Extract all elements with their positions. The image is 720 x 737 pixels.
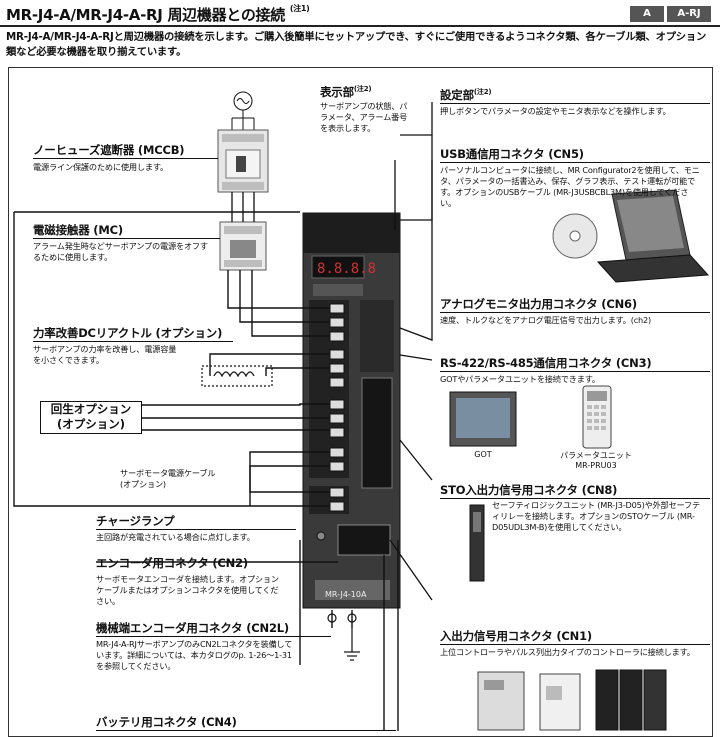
- badge-a: A: [630, 6, 664, 22]
- cn2l-title: 機械端エンコーダ用コネクタ (CN2L): [96, 621, 289, 635]
- dcl-title: 力率改善DCリアクトル (オプション): [33, 326, 223, 340]
- badge-a-rj: A-RJ: [667, 6, 711, 22]
- mc-desc: アラーム発生時などサーボアンプの電源をオフするために使用します。: [33, 241, 208, 262]
- cn4-title: バッテリ用コネクタ (CN4): [96, 715, 237, 729]
- cn3-title: RS-422/RS-485通信用コネクタ (CN3): [440, 356, 652, 370]
- svg-text:8.8.8.8: 8.8.8.8: [317, 261, 376, 277]
- display-desc: サーボアンプの状態、パラメータ、アラーム番号を表示します。: [320, 101, 408, 133]
- mccb-device: [217, 129, 269, 193]
- charge-lamp-desc: 主回路が充電されている場合に点灯します。: [96, 532, 255, 542]
- parameter-unit-label-1: パラメータユニット: [560, 451, 632, 460]
- amplifier-model-label: MR-J4-10A: [325, 590, 367, 599]
- page-title: MR-J4-A/MR-J4-A-RJ 周辺機器との接続 (注1): [6, 4, 310, 24]
- dcl-desc: サーボアンプの力率を改善し、電源容量を小さくできます。: [33, 344, 177, 365]
- setting-desc: 押しボタンでパラメータの設定やモニタ表示などを操作します。: [440, 106, 671, 116]
- mccb-desc: 電源ライン保護のために使用します。: [33, 162, 168, 172]
- usb-title: USB通信用コネクタ (CN5): [440, 147, 584, 161]
- dcl-underline: [33, 341, 233, 342]
- mc-underline: [33, 238, 220, 239]
- cn3-underline: [440, 371, 710, 372]
- cn6-desc: 速度、トルクなどをアナログ電圧信号で出力します。(ch2): [440, 315, 652, 325]
- title-note: (注1): [289, 4, 310, 13]
- parameter-unit-label-2: MR-PRU03: [575, 461, 617, 470]
- usb-underline: [440, 162, 710, 163]
- usb-desc: パーソナルコンピュータに接続し、MR Configurator2を使用して、モニ…: [440, 165, 700, 208]
- mc-title: 電磁接触器 (MC): [33, 223, 123, 237]
- regen-line1: 回生オプション: [50, 402, 132, 416]
- charge-underline: [96, 529, 296, 530]
- cn8-underline: [440, 498, 710, 499]
- cn2l-desc: MR-J4-A-RJサーボアンプのみCN2Lコネクタを装備しています。詳細につい…: [96, 639, 293, 671]
- usb-software-cd: [552, 213, 598, 259]
- intro-text: MR-J4-A/MR-J4-A-RJと周辺機器の接続を示します。ご購入後簡単にセ…: [6, 31, 707, 58]
- cn8-desc: セーフティロジックユニット (MR-J3-D05)や外部セーフティリレーを接続し…: [492, 500, 700, 532]
- ground-symbols: [327, 613, 360, 661]
- cn1-desc: 上位コントローラやパルス列出力タイプのコントローラに接続します。: [440, 647, 695, 657]
- charge-lamp-title: チャージランプ: [96, 514, 175, 528]
- got-label: GOT: [474, 450, 492, 459]
- cn3-desc: GOTやパラメータユニットを接続できます。: [440, 374, 600, 384]
- cn1-underline: [440, 644, 710, 645]
- motor-cable-label: サーボモータ電源ケーブル (オプション): [120, 468, 216, 489]
- servo-amplifier: 8.8.8.8: [302, 212, 401, 609]
- dc-reactor-symbol: [201, 365, 273, 387]
- cn8-title: STO入出力信号用コネクタ (CN8): [440, 483, 618, 497]
- display-title: 表示部(注2): [320, 85, 372, 99]
- regen-option-box: 回生オプション (オプション): [40, 401, 142, 434]
- cn2l-underline: [96, 636, 331, 637]
- setting-title: 設定部(注2): [440, 88, 492, 102]
- cn6-title: アナログモニタ出力用コネクタ (CN6): [440, 297, 637, 311]
- parameter-unit-image: [582, 385, 612, 449]
- laptop-image: [596, 189, 710, 283]
- cn2-title: エンコーダ用コネクタ (CN2): [96, 556, 248, 570]
- setting-underline: [440, 103, 710, 104]
- cn6-underline: [440, 312, 710, 313]
- cn1-title: 入出力信号用コネクタ (CN1): [440, 629, 592, 643]
- charge-lamp: [316, 531, 326, 541]
- mccb-underline: [33, 158, 218, 159]
- mc-device: [219, 221, 267, 271]
- got-image: [449, 391, 517, 447]
- mccb-title: ノーヒューズ遮断器 (MCCB): [33, 143, 185, 157]
- regen-line2: (オプション): [56, 417, 125, 431]
- header-rule: [0, 25, 720, 27]
- controller-images: [477, 669, 667, 731]
- safety-logic-unit-image: [469, 504, 485, 582]
- cn2-desc: サーボモータエンコーダを接続します。オプションケーブルまたはオプションコネクタを…: [96, 574, 279, 606]
